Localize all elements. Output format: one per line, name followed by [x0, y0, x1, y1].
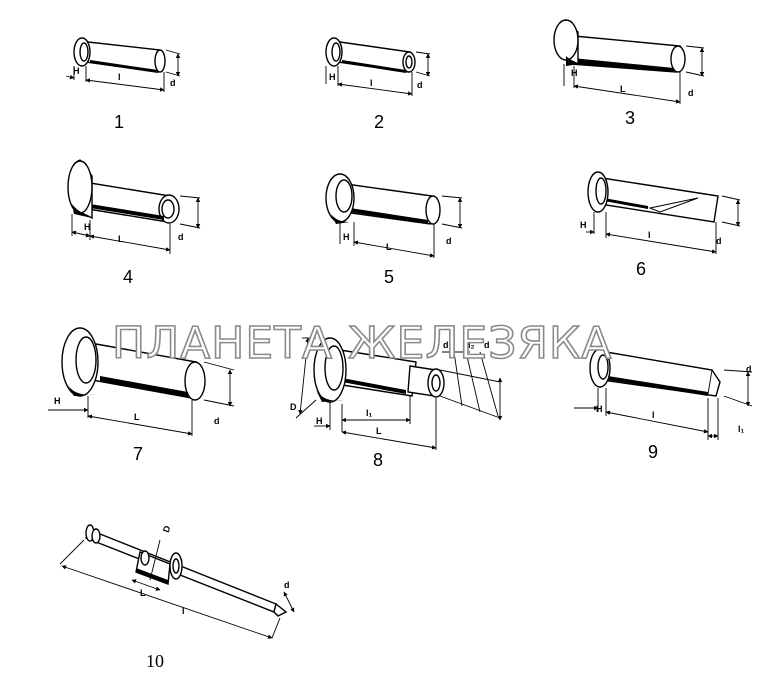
rivet-figure-10: D L l d 10: [59, 524, 295, 671]
label-d: d: [746, 364, 752, 374]
figure-number: 7: [133, 444, 143, 464]
label-D: D: [161, 524, 173, 534]
label-d: d: [170, 78, 176, 88]
label-H: H: [580, 220, 587, 230]
label-L: L: [134, 412, 140, 422]
label-L: L: [620, 84, 626, 94]
label-H: H: [316, 416, 323, 426]
label-D: D: [290, 402, 297, 412]
label-H: H: [571, 68, 578, 78]
label-l1: l₁: [366, 408, 373, 418]
figure-number: 8: [373, 450, 383, 470]
label-d2: d₂: [465, 340, 475, 350]
label-l: l: [370, 78, 373, 88]
label-d: d: [484, 340, 490, 350]
figure-number: 3: [625, 108, 635, 128]
label-d: d: [716, 236, 722, 246]
label-l: l: [182, 606, 185, 616]
figure-number: 10: [146, 651, 164, 671]
label-d1: d₁: [443, 340, 452, 350]
figure-number: 2: [374, 112, 384, 132]
label-L: L: [376, 426, 382, 436]
label-d: d: [214, 416, 220, 426]
label-H: H: [596, 404, 603, 414]
figure-number: 6: [636, 259, 646, 279]
label-l: l: [652, 410, 655, 420]
watermark-text: ПЛАНЕТА ЖЕЛЕЗЯКА: [112, 318, 612, 369]
label-l1: l₁: [738, 424, 745, 434]
rivet-figure-7: H L d 7: [48, 327, 235, 464]
rivet-figure-9: H l l₁ d 9: [574, 348, 753, 462]
rivet-figure-1: H l d 1: [65, 37, 181, 132]
label-H: H: [329, 72, 336, 82]
figure-number: 4: [123, 267, 133, 287]
figure-number: 5: [384, 267, 394, 287]
label-l: l: [648, 230, 651, 240]
figure-number: 9: [648, 442, 658, 462]
label-l: l: [118, 72, 121, 82]
label-L: L: [140, 588, 146, 598]
label-d: d: [178, 232, 184, 242]
label-d: d: [446, 236, 452, 246]
rivet-figure-3: H L d 3: [553, 19, 705, 128]
label-H: H: [84, 222, 91, 232]
label-H: H: [54, 396, 61, 406]
label-L: L: [386, 242, 392, 252]
label-H: H: [73, 66, 80, 76]
label-L: L: [118, 234, 124, 244]
label-d: d: [688, 88, 694, 98]
label-H: H: [343, 232, 350, 242]
rivet-figure-2: H l d 2: [325, 37, 431, 132]
rivet-figure-4: H L d 4: [67, 159, 201, 287]
rivet-figure-8: D H l₁ L d₁ d₂ d 8: [290, 337, 503, 470]
figure-number: 1: [114, 112, 124, 132]
rivet-figure-5: H L d 5: [325, 173, 463, 287]
label-d: d: [284, 580, 290, 590]
rivet-figure-6: H l d 6: [580, 171, 741, 279]
label-d: d: [417, 80, 423, 90]
